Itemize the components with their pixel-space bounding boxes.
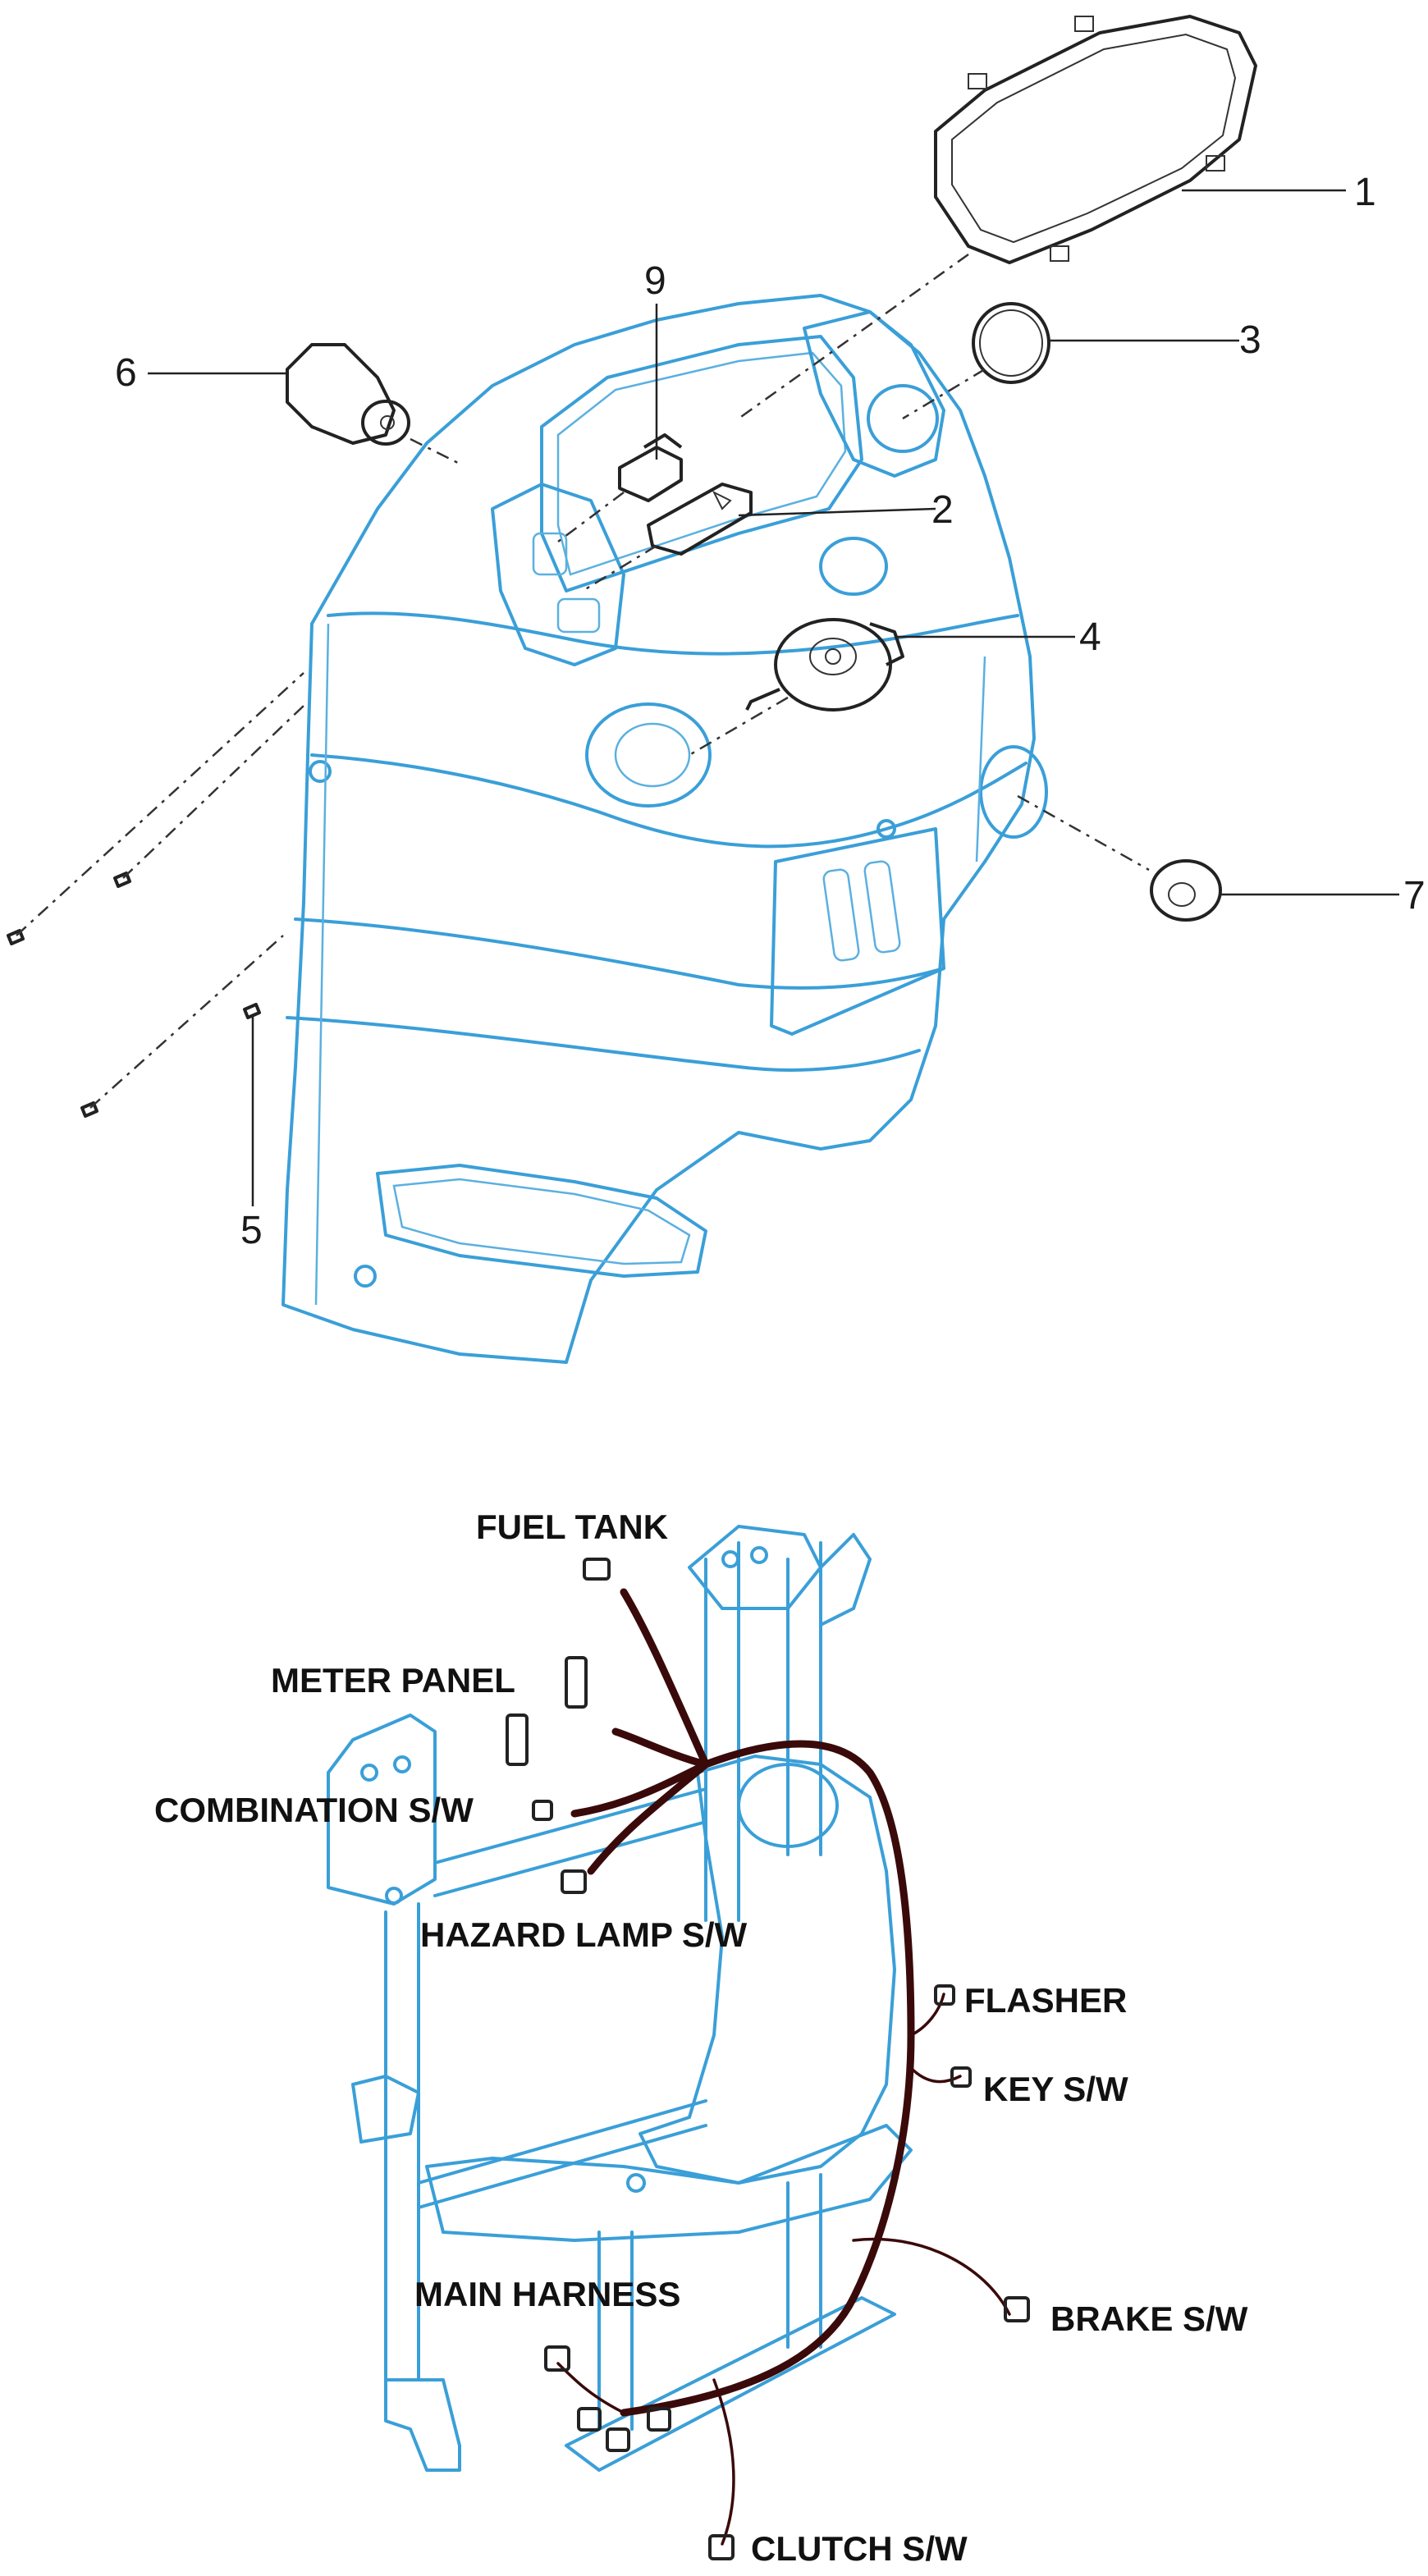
screw-dash-2 <box>122 705 304 879</box>
label-meter-panel: METER PANEL <box>271 1661 515 1700</box>
meter-connector-a <box>565 1656 588 1709</box>
part9-dash-line <box>557 492 625 542</box>
label-brake-sw: BRAKE S/W <box>1050 2299 1248 2338</box>
combination-connector <box>532 1800 553 1821</box>
washer-part <box>1150 859 1222 922</box>
meter-connector-b <box>506 1714 529 1766</box>
callout-6: 6 <box>115 351 137 395</box>
part4-dash-line <box>689 696 789 757</box>
label-combination-sw: COMBINATION S/W <box>154 1791 474 1829</box>
hazard-switch-part <box>647 483 753 556</box>
switch-part-9 <box>618 433 683 502</box>
harness-wires <box>556 1588 1011 2546</box>
o-ring-part <box>972 302 1050 384</box>
clutch-connector <box>708 2534 735 2560</box>
part6-dash-line <box>410 437 460 465</box>
screws-part <box>7 872 261 1118</box>
label-flasher: FLASHER <box>964 1981 1127 2020</box>
label-fuel-tank: FUEL TANK <box>476 1508 668 1546</box>
part3-dash-line <box>902 368 986 420</box>
screw-dash-1 <box>16 672 304 936</box>
flasher-connector <box>934 1984 955 2006</box>
callout-1: 1 <box>1354 171 1376 214</box>
part7-dash-line <box>1017 794 1150 872</box>
label-hazard-lamp-sw: HAZARD LAMP S/W <box>420 1915 748 1954</box>
knob-part <box>286 343 410 446</box>
ignition-part <box>745 618 904 711</box>
callout-7: 7 <box>1403 874 1426 917</box>
screw-dash-3 <box>89 935 284 1109</box>
callout-3: 3 <box>1239 318 1261 362</box>
key-connector <box>950 2066 972 2088</box>
part2-dash-line <box>582 544 657 593</box>
callout-5: 5 <box>240 1209 263 1252</box>
main-harness-connector <box>544 2345 570 2372</box>
label-clutch-sw: CLUTCH S/W <box>751 2529 968 2568</box>
leader-2 <box>738 507 936 517</box>
brake-connector <box>1004 2296 1030 2322</box>
callout-4: 4 <box>1079 615 1101 659</box>
callout-9: 9 <box>644 259 666 303</box>
fuel-tank-connector <box>583 1558 611 1581</box>
connectors <box>506 1558 1030 2560</box>
hazard-connector <box>561 1869 587 1894</box>
label-key-sw: KEY S/W <box>983 2070 1128 2108</box>
label-main-harness: MAIN HARNESS <box>414 2275 680 2313</box>
callout-2: 2 <box>931 488 954 532</box>
front-cover-body <box>281 294 1048 1364</box>
meter-panel-part <box>934 15 1257 264</box>
